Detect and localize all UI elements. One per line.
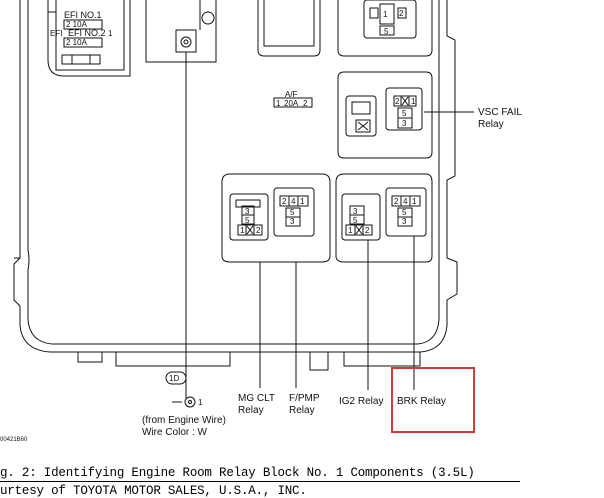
ig2-pin-2: 2 — [365, 226, 370, 235]
ground-pin: 1 — [198, 398, 203, 407]
fpmp-pin-2: 2 — [282, 197, 287, 206]
brk-pin-4: 4 — [403, 197, 408, 206]
vsc-pin-2: 2 — [395, 97, 400, 106]
efi-no2-left-tag: EFI — [50, 29, 62, 38]
brk-pin-1: 1 — [412, 197, 417, 206]
top-relay-pin-1: 1 — [383, 10, 388, 19]
ig2-pin-3: 3 — [353, 207, 358, 216]
af-fuse-pin-left: 1 — [276, 99, 281, 108]
fpmp-label: F/PMP — [289, 393, 320, 404]
vsc-pin-5: 5 — [402, 109, 407, 118]
vsc-fail-relay — [337, 71, 474, 159]
ground-note-line2: Wire Color : W — [142, 427, 208, 438]
vsc-pin-1: 1 — [411, 97, 416, 106]
mg-clt-label-line2: Relay — [238, 405, 264, 416]
efi-no2-rating: 2 10A — [66, 38, 88, 47]
brk-pin-5: 5 — [402, 208, 407, 217]
top-right-relay — [337, 0, 433, 57]
mg-clt-label: MG CLT — [238, 393, 275, 404]
fpmp-pin-4: 4 — [291, 197, 296, 206]
af-fuse-rating: 20A — [284, 99, 299, 108]
af-fuse-pin-right: 2 — [303, 99, 308, 108]
efi-no1-rating: 2 10A — [66, 20, 88, 29]
ground-terminal — [165, 371, 196, 408]
mg-pin-5: 5 — [245, 216, 250, 225]
mg-pin-1: 1 — [240, 226, 245, 235]
top-relay-pin-2: 2 — [399, 9, 404, 18]
brk-pin-3: 3 — [402, 217, 407, 226]
ig2-label: IG2 Relay — [339, 396, 383, 407]
fpmp-pin-3: 3 — [290, 217, 295, 226]
mg-pin-2: 2 — [256, 226, 261, 235]
mg-clt-fpmp-relay-group — [221, 173, 331, 388]
vsc-pin-3: 3 — [402, 119, 407, 128]
fpmp-pin-1: 1 — [300, 197, 305, 206]
figure-caption: g. 2: Identifying Engine Room Relay Bloc… — [0, 466, 475, 480]
brk-label: BRK Relay — [397, 396, 446, 407]
brk-relay-highlight — [391, 367, 475, 433]
brk-pin-2: 2 — [394, 197, 399, 206]
vsc-fail-label-line2: Relay — [478, 119, 504, 130]
ig2-pin-1: 1 — [348, 226, 353, 235]
fpmp-label-line2: Relay — [289, 405, 315, 416]
vsc-fail-label: VSC FAIL — [478, 107, 522, 118]
efi-no1-label: EFI NO.1 — [64, 10, 102, 20]
mg-pin-3: 3 — [245, 207, 250, 216]
figure-credit: urtesy of TOYOTA MOTOR SALES, U.S.A., IN… — [0, 484, 307, 498]
ig2-brk-relay-group — [335, 173, 433, 390]
ground-badge: 1D — [169, 374, 179, 383]
upper-slot — [257, 0, 321, 57]
caption-underline — [0, 481, 520, 482]
fpmp-pin-5: 5 — [290, 208, 295, 217]
diagram-code: 00421B60 — [0, 437, 28, 443]
top-relay-pin-5: 5 — [384, 27, 389, 36]
af-fuse — [273, 97, 313, 108]
efi-no2-pin: 1 — [108, 29, 113, 38]
efi-fuse-box — [47, 0, 131, 77]
relay-block-housing — [13, 0, 458, 371]
top-center-connector — [145, 0, 217, 398]
af-fuse-label: A/F — [285, 90, 298, 99]
ground-note-line1: (from Engine Wire) — [142, 415, 226, 426]
efi-no2-label: EFI NO.2 — [68, 28, 106, 38]
ig2-pin-5: 5 — [353, 216, 358, 225]
